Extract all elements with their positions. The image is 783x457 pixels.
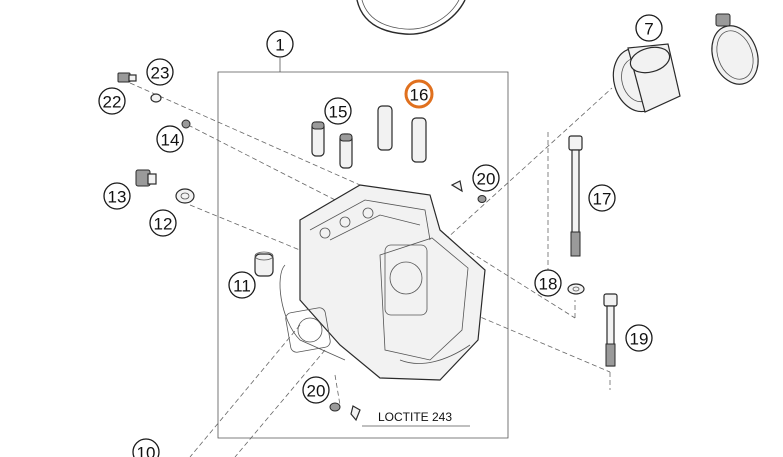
callout-17[interactable]: 17 [588, 184, 616, 212]
long-bolt-17 [568, 135, 583, 257]
callout-7[interactable]: 7 [635, 14, 663, 42]
callout-20-upper[interactable]: 20 [472, 164, 500, 192]
dowel-pin-20-upper [450, 180, 487, 203]
valve-guides-16 [377, 105, 427, 163]
callout-20-lower[interactable]: 20 [302, 376, 330, 404]
svg-text:7: 7 [644, 20, 653, 39]
svg-text:20: 20 [307, 382, 326, 401]
svg-text:23: 23 [151, 64, 170, 83]
callout-1[interactable]: 1 [266, 30, 294, 58]
svg-text:18: 18 [539, 275, 558, 294]
svg-text:1: 1 [275, 36, 284, 55]
intake-flange-7 [612, 43, 681, 113]
callout-14[interactable]: 14 [156, 125, 184, 153]
callout-11[interactable]: 11 [228, 271, 256, 299]
svg-text:16: 16 [410, 86, 429, 105]
svg-text:13: 13 [108, 188, 127, 207]
seal-ring-12 [175, 188, 195, 204]
callout-15[interactable]: 15 [324, 97, 352, 125]
callout-23[interactable]: 23 [146, 58, 174, 86]
svg-text:10: 10 [137, 444, 156, 457]
svg-text:11: 11 [233, 277, 251, 296]
callout-13[interactable]: 13 [103, 182, 131, 210]
callout-19[interactable]: 19 [625, 324, 653, 352]
callout-16[interactable]: 16 [404, 79, 434, 109]
screw-plug-13 [135, 169, 157, 187]
dowel-pin-20-lower [329, 402, 361, 422]
svg-text:20: 20 [477, 170, 496, 189]
washer-23 [150, 93, 162, 103]
sleeve-11 [254, 251, 274, 277]
bolt-22 [117, 72, 137, 83]
svg-text:22: 22 [103, 93, 122, 112]
callout-12[interactable]: 12 [149, 209, 177, 237]
svg-text:14: 14 [161, 131, 180, 150]
cylinder-head [279, 184, 486, 381]
callout-10[interactable]: 10 [132, 438, 160, 457]
valve-guides-15 [311, 121, 353, 169]
svg-text:17: 17 [593, 190, 612, 209]
gasket-chain [356, 0, 466, 35]
bolt-19 [603, 293, 618, 367]
callout-18[interactable]: 18 [534, 269, 562, 297]
washer-18 [567, 283, 585, 295]
svg-text:15: 15 [329, 103, 348, 122]
svg-text:12: 12 [154, 215, 173, 234]
assembly-outline [217, 71, 509, 439]
callout-22[interactable]: 22 [98, 87, 126, 115]
svg-text:19: 19 [630, 330, 649, 349]
hose-clamp [711, 13, 759, 85]
loctite-note: LOCTITE 243 [378, 410, 452, 424]
plug-14 [181, 119, 191, 129]
